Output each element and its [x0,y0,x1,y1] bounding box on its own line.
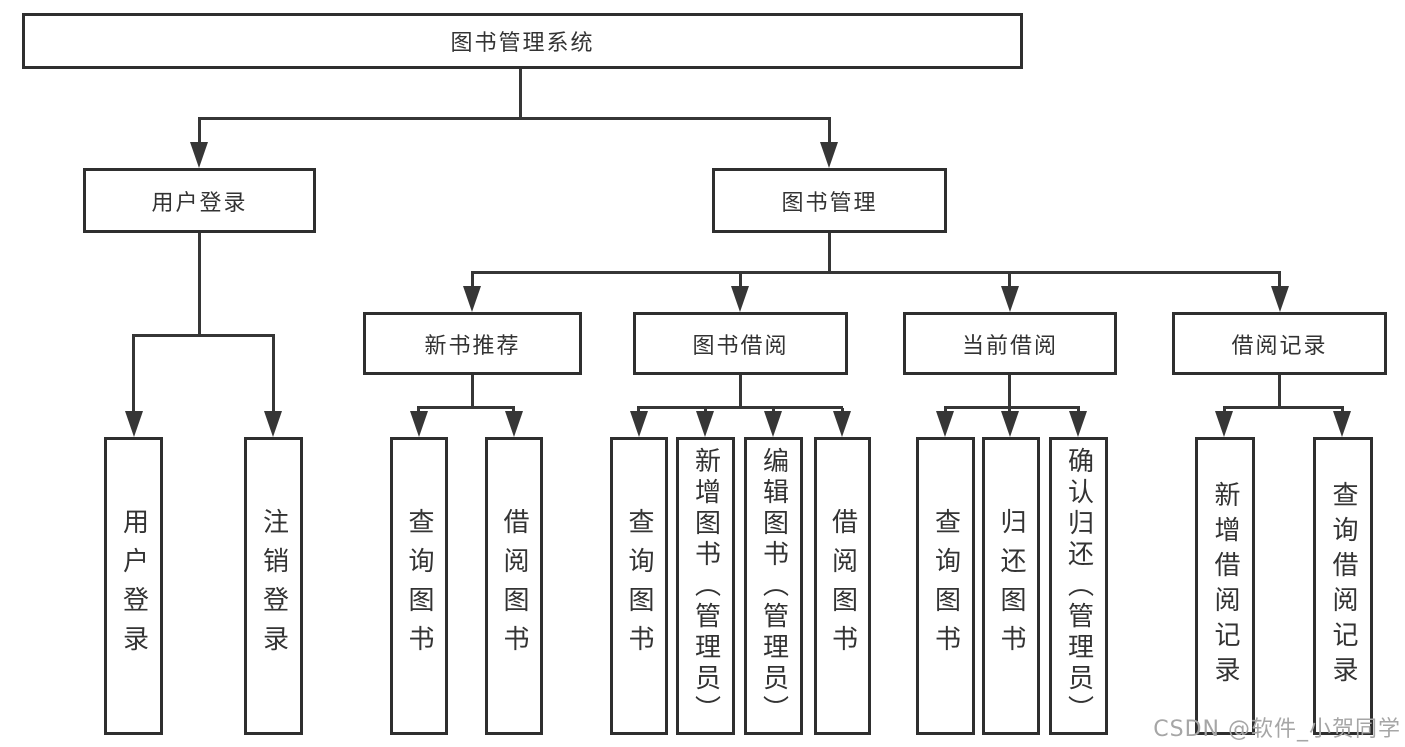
arrow-down-icon [1215,411,1233,437]
connector-root-drop [519,69,522,120]
connector-to-current-borrowing [1008,273,1011,293]
arrow-down-icon [630,411,648,437]
leaf-borrow-add-books-admin: 新增图书（管理员） [676,437,735,735]
node-borrowing-records: 借阅记录 [1172,312,1387,375]
connector-user-login-rail [132,334,275,337]
arrow-down-icon [463,286,481,312]
arrow-down-icon [1333,411,1351,437]
node-new-book-recommend: 新书推荐 [363,312,582,375]
leaf-logout: 注销登录 [244,437,303,735]
arrow-down-icon [1001,411,1019,437]
connector-group-drop [471,375,474,409]
arrow-down-icon [731,286,749,312]
connector-group-drop [1278,375,1281,409]
arrow-down-icon [764,411,782,437]
arrow-down-icon [1069,411,1087,437]
connector-to-new-book-recommend [471,273,474,293]
leaf-records-add-record: 新增借阅记录 [1195,437,1255,735]
connector-level3-rail [471,271,1281,274]
leaf-current-query-books: 查询图书 [916,437,975,735]
connector-to-leaf [132,336,135,420]
leaf-borrow-query-books: 查询图书 [610,437,668,735]
connector-level2-rail [198,117,831,120]
csdn-watermark: CSDN @软件_小贺同学 [1153,717,1401,742]
arrow-down-icon [1271,286,1289,312]
arrow-down-icon [936,411,954,437]
leaf-current-return-books: 归还图书 [982,437,1040,735]
leaf-current-confirm-return-admin: 确认归还（管理员） [1049,437,1108,735]
connector-to-user-login [198,119,201,147]
node-root-library-system: 图书管理系统 [22,13,1023,69]
leaf-borrow-borrow-books: 借阅图书 [814,437,871,735]
connector-group-rail [637,406,843,409]
node-book-borrowing: 图书借阅 [633,312,848,375]
connector-group-rail [417,406,515,409]
node-book-management: 图书管理 [712,168,947,233]
arrow-down-icon [505,411,523,437]
connector-to-book-management [828,119,831,147]
leaf-borrow-edit-books-admin: 编辑图书（管理员） [744,437,803,735]
arrow-down-icon [190,142,208,168]
arrow-down-icon [410,411,428,437]
arrow-down-icon [833,411,851,437]
arrow-down-icon [820,142,838,168]
connector-group-rail [944,406,1080,409]
connector-group-rail [1223,406,1344,409]
connector-group-drop [739,375,742,409]
node-user-login: 用户登录 [83,168,316,233]
leaf-newrec-query-books: 查询图书 [390,437,448,735]
connector-book-mgmt-drop [828,233,831,274]
leaf-user-login: 用户登录 [104,437,163,735]
arrow-down-icon [264,411,282,437]
arrow-down-icon [1001,286,1019,312]
leaf-newrec-borrow-books: 借阅图书 [485,437,543,735]
leaf-records-query-record: 查询借阅记录 [1313,437,1373,735]
connector-user-login-drop [198,233,201,337]
arrow-down-icon [125,411,143,437]
connector-to-borrowing-records [1278,273,1281,293]
node-current-borrowing: 当前借阅 [903,312,1117,375]
arrow-down-icon [696,411,714,437]
connector-to-book-borrowing [739,273,742,293]
connector-to-leaf [272,336,275,420]
connector-group-drop [1008,375,1011,409]
